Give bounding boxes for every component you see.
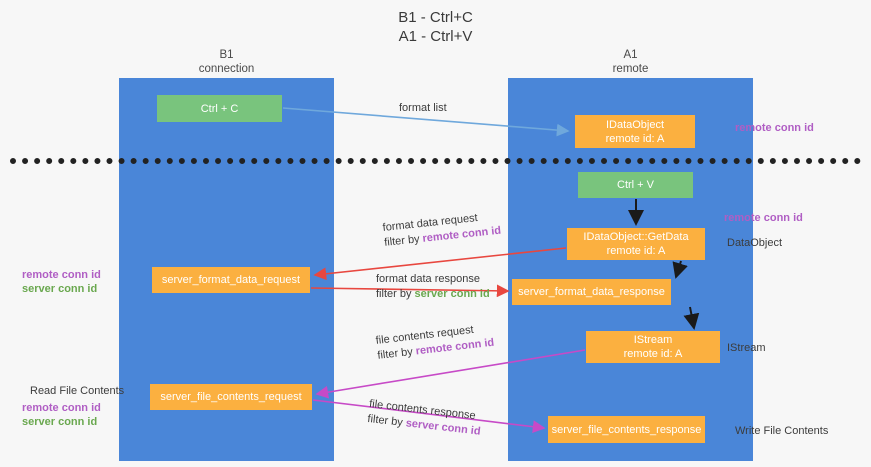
flow-label-format-list: format list [399,101,447,116]
node-server-file-contents-response[interactable]: server_file_contents_response [548,416,705,443]
label-read-file-contents: Read File Contents [30,385,125,397]
flow-fcreq-prefix: filter by [376,345,417,362]
lane-header-b1-name: B1 [219,49,234,61]
page-title-line2: A1 - Ctrl+V [398,28,473,45]
arrow-getdata-istream [683,306,700,330]
label-remote-conn-id-top: remote conn id [735,122,814,134]
node-server-format-data-request[interactable]: server_format_data_request [152,267,310,293]
arrow-getdata-down [672,260,688,279]
node-ctrl-v[interactable]: Ctrl + V [578,172,693,198]
flow-label-format-data-response: format data response filter by server co… [376,272,490,302]
node-idataobject-sub: remote id: A [605,132,665,145]
node-server-format-data-response[interactable]: server_format_data_response [512,279,671,305]
label-left-server-conn-id-1: server conn id [22,283,98,295]
arrow-file-contents-request [315,349,586,399]
node-server-file-contents-response-label: server_file_contents_response [551,423,702,436]
label-left-remote-conn-id-1: remote conn id [22,269,101,281]
label-write-file-contents: Write File Contents [735,425,829,437]
label-left-conn-ids-2: remote conn id server conn id [22,401,101,429]
node-idataobject-label: IDataObject [605,118,665,131]
node-getdata-sub: remote id: A [606,245,666,257]
node-idataobject-getdata[interactable]: IDataObject::GetData remote id: A [567,228,705,260]
flow-fdres-text: format data response [376,273,480,285]
node-getdata-label: IDataObject::GetData [583,231,689,243]
node-ctrl-c-label: Ctrl + C [200,102,239,115]
node-idataobject[interactable]: IDataObject remote id: A [575,115,695,148]
node-server-file-contents-request[interactable]: server_file_contents_request [150,384,312,410]
node-istream-sub: remote id: A [623,348,683,360]
node-server-file-contents-request-label: server_file_contents_request [160,391,302,403]
lane-header-a1-sub: remote [612,63,649,75]
node-ctrl-c[interactable]: Ctrl + C [157,95,282,122]
arrow-file-contents-response [312,399,546,434]
label-dataobject: DataObject [727,237,783,249]
node-server-format-data-request-label: server_format_data_request [161,274,301,286]
section-divider [10,158,861,164]
arrow-format-data-response [310,284,510,298]
node-ctrl-v-label: Ctrl + V [617,179,654,191]
label-remote-conn-id-mid: remote conn id [724,212,803,224]
lane-header-b1: B1 connection [119,48,334,76]
label-istream: IStream [727,342,766,354]
label-left-conn-ids-1: remote conn id server conn id [22,268,101,296]
node-istream[interactable]: IStream remote id: A [586,331,720,363]
label-left-remote-conn-id-2: remote conn id [22,402,101,414]
node-server-format-data-response-label: server_format_data_response [518,286,665,298]
arrow-format-list [282,107,570,137]
flow-fdres-prefix: filter by [376,288,415,300]
page-title-line1: B1 - Ctrl+C [398,9,473,26]
lane-header-a1-name: A1 [623,49,638,61]
arrow-format-data-request [313,247,567,281]
lane-header-b1-sub: connection [198,63,255,75]
flow-fcres-prefix: filter by [366,412,407,430]
flow-fdreq-prefix: filter by [383,232,424,249]
node-istream-label: IStream [633,334,673,346]
label-left-server-conn-id-2: server conn id [22,416,98,428]
flow-fdres-key: server conn id [414,288,490,300]
flow-format-list-text: format list [399,102,447,114]
lane-header-a1: A1 remote [508,48,753,76]
